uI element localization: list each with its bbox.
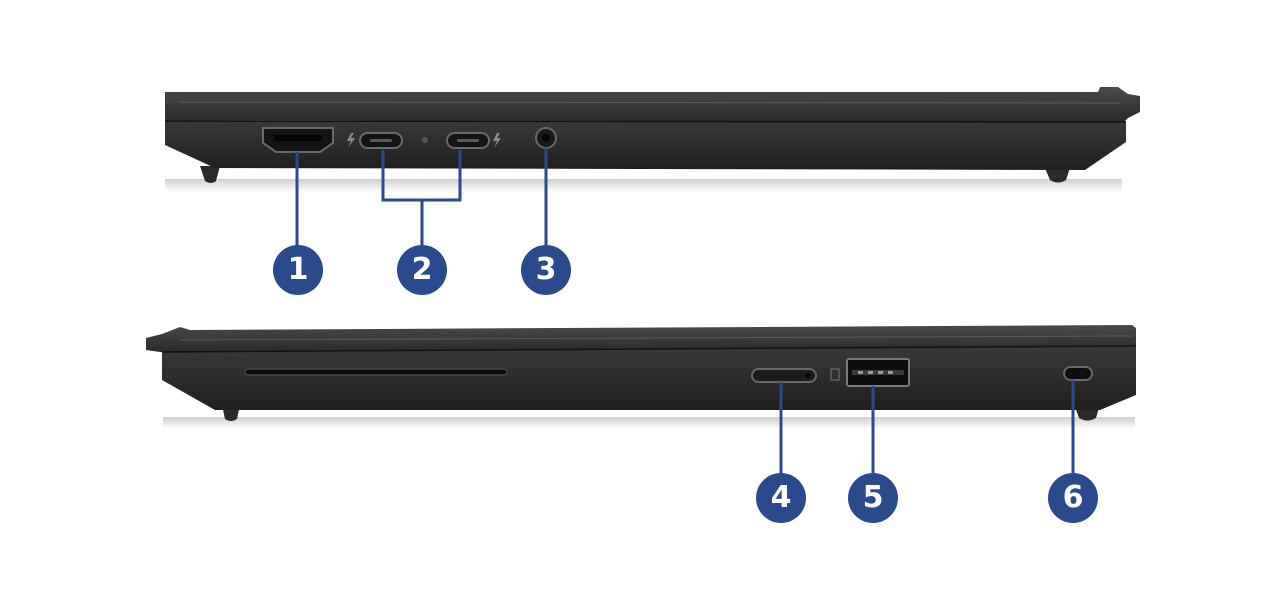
callout-number: 1 xyxy=(287,252,309,287)
thunderbolt-icon xyxy=(493,133,501,148)
rubber-foot xyxy=(1045,168,1070,183)
callout-4: 4 xyxy=(756,473,806,523)
callout-lines xyxy=(295,148,548,246)
base xyxy=(165,120,1126,170)
floor-shadow xyxy=(165,179,1122,192)
callout-number: 2 xyxy=(411,252,433,287)
callout-lines xyxy=(779,380,1075,474)
hinge-seam xyxy=(161,345,1137,353)
lid-edge-highlight xyxy=(179,335,1133,341)
thunderbolt-icon xyxy=(347,133,355,148)
callout-number: 3 xyxy=(535,252,557,287)
callout-1: 1 xyxy=(273,245,323,295)
callout-2: 2 xyxy=(397,245,447,295)
hdmi-port-icon xyxy=(262,127,334,153)
rubber-foot xyxy=(200,166,220,183)
usb-c-port-icon xyxy=(359,132,403,149)
vent-slot xyxy=(244,368,508,376)
usb-c-port-icon xyxy=(446,132,490,149)
usb-a-port-icon xyxy=(846,358,910,387)
callout-number: 4 xyxy=(770,480,792,515)
base xyxy=(162,346,1136,410)
callout-3: 3 xyxy=(521,245,571,295)
lid xyxy=(165,87,1140,122)
hinge-seam xyxy=(164,120,1127,123)
lid-edge-highlight xyxy=(177,101,1121,104)
callout-6: 6 xyxy=(1048,473,1098,523)
status-led xyxy=(422,137,428,143)
security-lock-slot-icon xyxy=(1063,366,1093,381)
callout-number: 5 xyxy=(862,480,884,515)
callout-5: 5 xyxy=(848,473,898,523)
right-side-view xyxy=(146,325,1137,474)
audio-jack-icon xyxy=(535,127,557,149)
left-side-view xyxy=(164,87,1140,246)
callout-number: 6 xyxy=(1062,480,1084,515)
floor-shadow xyxy=(163,417,1135,429)
nano-sim-tray-icon xyxy=(751,368,817,383)
sim-card-icon xyxy=(830,368,840,381)
